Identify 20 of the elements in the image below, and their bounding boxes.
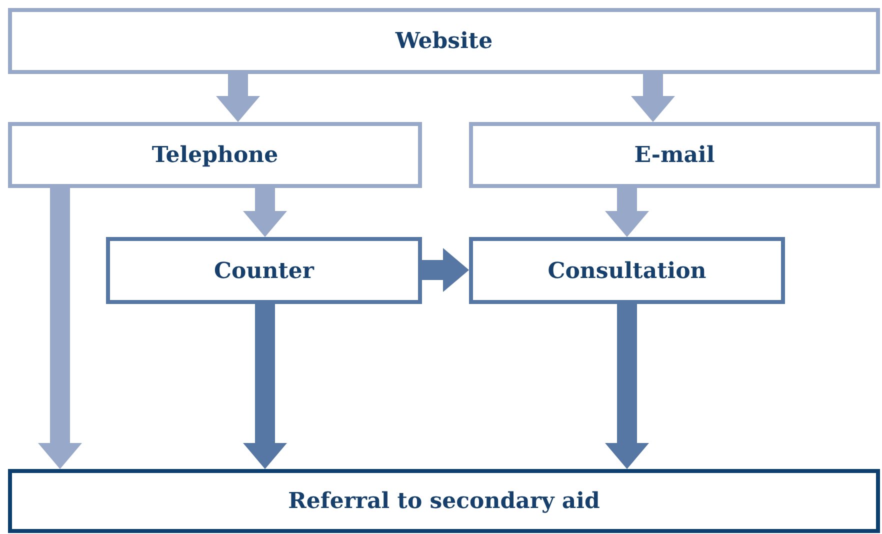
block-arrow [631, 74, 675, 122]
box-label: E-mail [634, 142, 715, 168]
box-label: Counter [214, 258, 314, 284]
block-arrow [605, 188, 649, 237]
process-box [8, 8, 880, 74]
process-box [469, 237, 785, 304]
process-box [8, 122, 422, 188]
block-arrow [422, 248, 469, 292]
block-arrow [216, 74, 260, 122]
block-arrow [605, 304, 649, 469]
box-label: Website [395, 28, 493, 54]
box-label: Telephone [152, 142, 278, 168]
block-arrow [38, 188, 82, 469]
box-label: Consultation [548, 258, 706, 284]
process-box [8, 469, 880, 533]
box-label: Referral to secondary aid [288, 488, 600, 514]
block-arrow [243, 188, 287, 237]
process-box [106, 237, 422, 304]
block-arrow [243, 304, 287, 469]
process-box [469, 122, 880, 188]
